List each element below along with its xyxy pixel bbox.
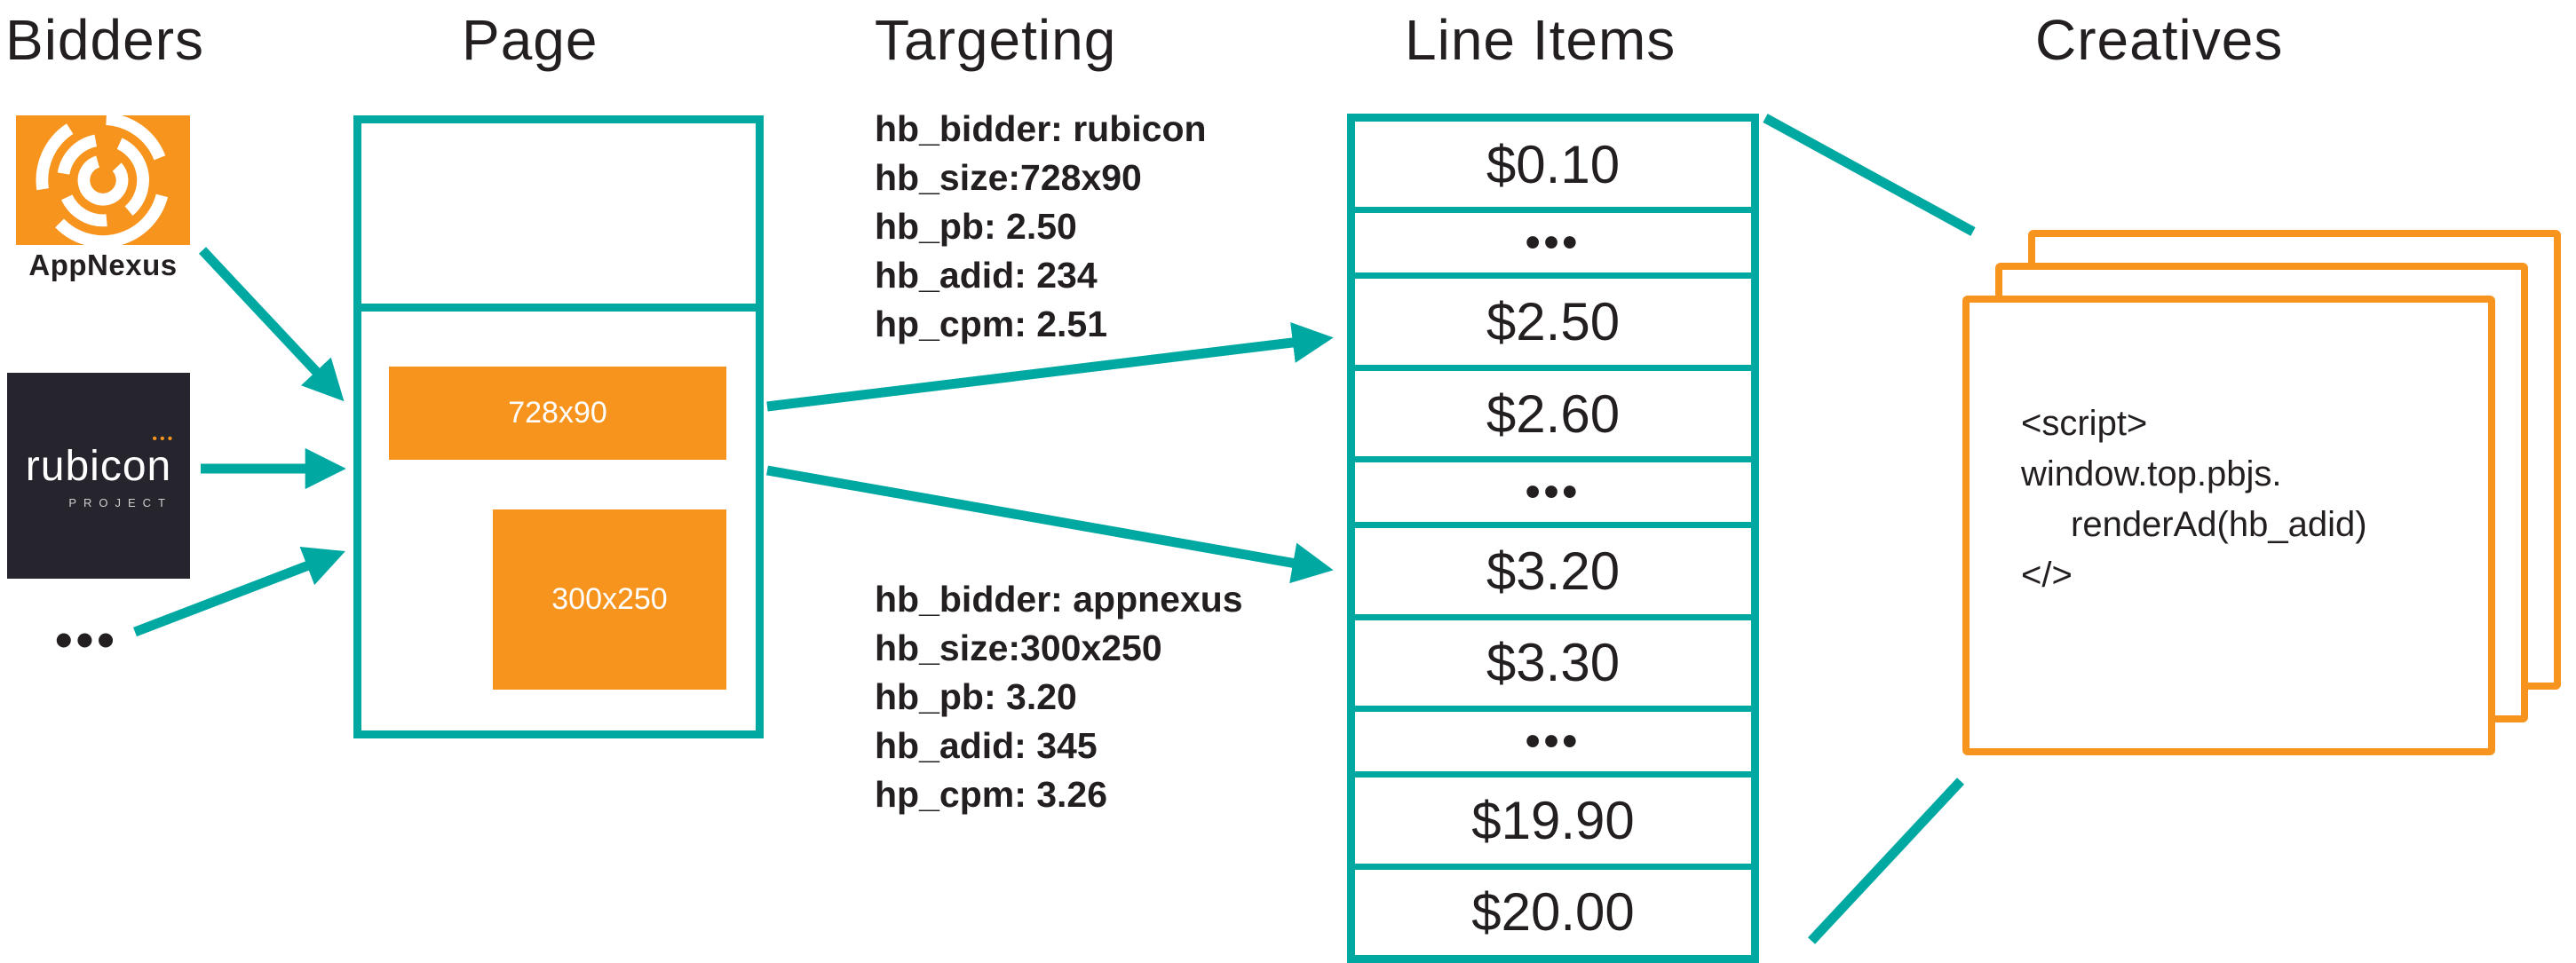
line-items-table: $0.10 ••• $2.50 $2.60 ••• $3.20 $3.30 ••… [1347, 114, 1759, 963]
creative-code-line: renderAd(hb_adid) [2071, 505, 2367, 544]
line-item-ellipsis-row: ••• [1355, 456, 1751, 522]
appnexus-logo-icon [16, 115, 190, 245]
ad-slot-300x250: 300x250 [493, 509, 726, 690]
arrow-appnexus-to-page [198, 247, 345, 402]
creative-code-line: </> [2021, 556, 2073, 595]
targeting-line: hp_cpm: 3.26 [875, 774, 1108, 815]
creative-code-line: <script> [2021, 404, 2148, 443]
rubicon-dots-icon: ••• [152, 431, 176, 446]
targeting-line: hb_pb: 2.50 [875, 206, 1077, 247]
column-header-creatives: Creatives [2035, 8, 2284, 72]
line-item-row: $2.60 [1355, 364, 1751, 456]
column-header-line-items: Line Items [1405, 8, 1676, 72]
creative-card-front: <script> window.top.pbjs. renderAd(hb_ad… [1962, 296, 2495, 755]
line-lineitems-to-creatives-top [1763, 114, 1976, 236]
targeting-line: hb_size:728x90 [875, 157, 1142, 198]
ad-slot-728x90: 728x90 [389, 367, 726, 460]
line-item-row: $2.50 [1355, 272, 1751, 364]
line-item-ellipsis-row: ••• [1355, 706, 1751, 771]
page-box: 728x90 300x250 [353, 115, 764, 738]
appnexus-label: AppNexus [28, 249, 178, 281]
column-header-page: Page [462, 8, 598, 72]
creative-code-line: window.top.pbjs. [2021, 454, 2282, 493]
line-creatives-to-lineitems-bottom [1807, 778, 1965, 944]
targeting-line: hb_bidder: appnexus [875, 579, 1243, 620]
line-item-row: $20.00 [1355, 863, 1751, 955]
rubicon-project-label: PROJECT [68, 496, 172, 509]
line-item-ellipsis-row: ••• [1355, 207, 1751, 272]
targeting-block-rubicon: hb_bidder: rubicon hb_size:728x90 hb_pb:… [875, 105, 1207, 349]
appnexus-logo: AppNexus [16, 115, 190, 282]
targeting-block-appnexus: hb_bidder: appnexus hb_size:300x250 hb_p… [875, 575, 1243, 819]
targeting-line: hb_adid: 234 [875, 255, 1098, 296]
page-header-divider [361, 304, 756, 312]
targeting-line: hb_pb: 3.20 [875, 676, 1077, 717]
rubicon-logo: rubicon ••• PROJECT [7, 373, 190, 579]
line-item-row: $3.20 [1355, 522, 1751, 613]
arrow-slot728-to-lineitem [766, 321, 1334, 412]
arrow-slot300-to-lineitem [766, 465, 1334, 584]
line-item-row: $0.10 [1486, 134, 1621, 194]
line-item-row: $3.30 [1355, 613, 1751, 706]
line-item-row: $19.90 [1355, 771, 1751, 863]
targeting-line: hb_size:300x250 [875, 628, 1162, 668]
targeting-line: hp_cpm: 2.51 [875, 304, 1108, 344]
rubicon-wordmark: rubicon ••• [25, 431, 176, 490]
column-header-bidders: Bidders [5, 8, 204, 72]
more-bidders-ellipsis: ••• [55, 612, 118, 667]
targeting-line: hb_adid: 345 [875, 725, 1098, 766]
targeting-line: hb_bidder: rubicon [875, 108, 1207, 149]
column-header-targeting: Targeting [875, 8, 1117, 72]
